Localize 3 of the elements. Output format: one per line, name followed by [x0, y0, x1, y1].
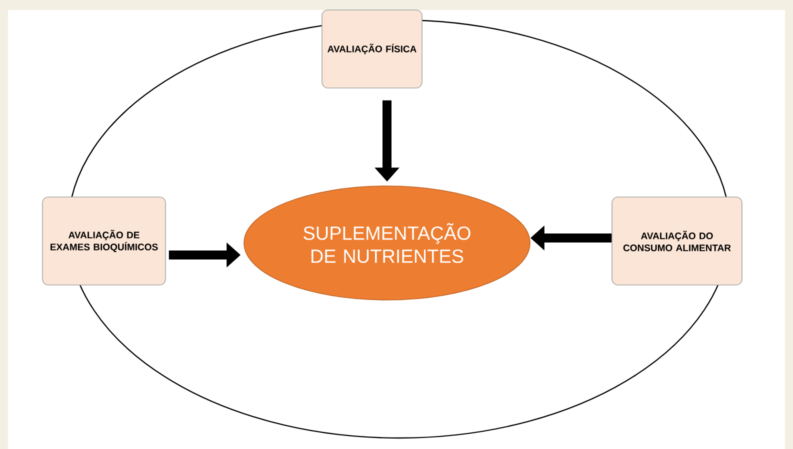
process-box: AVALIAÇÃO FÍSICA: [322, 10, 422, 88]
process-box: AVALIAÇÃO DE EXAMES BIOQUÍMICOS: [42, 196, 166, 286]
process-box: AVALIAÇÃO DO CONSUMO ALIMENTAR: [612, 196, 742, 286]
